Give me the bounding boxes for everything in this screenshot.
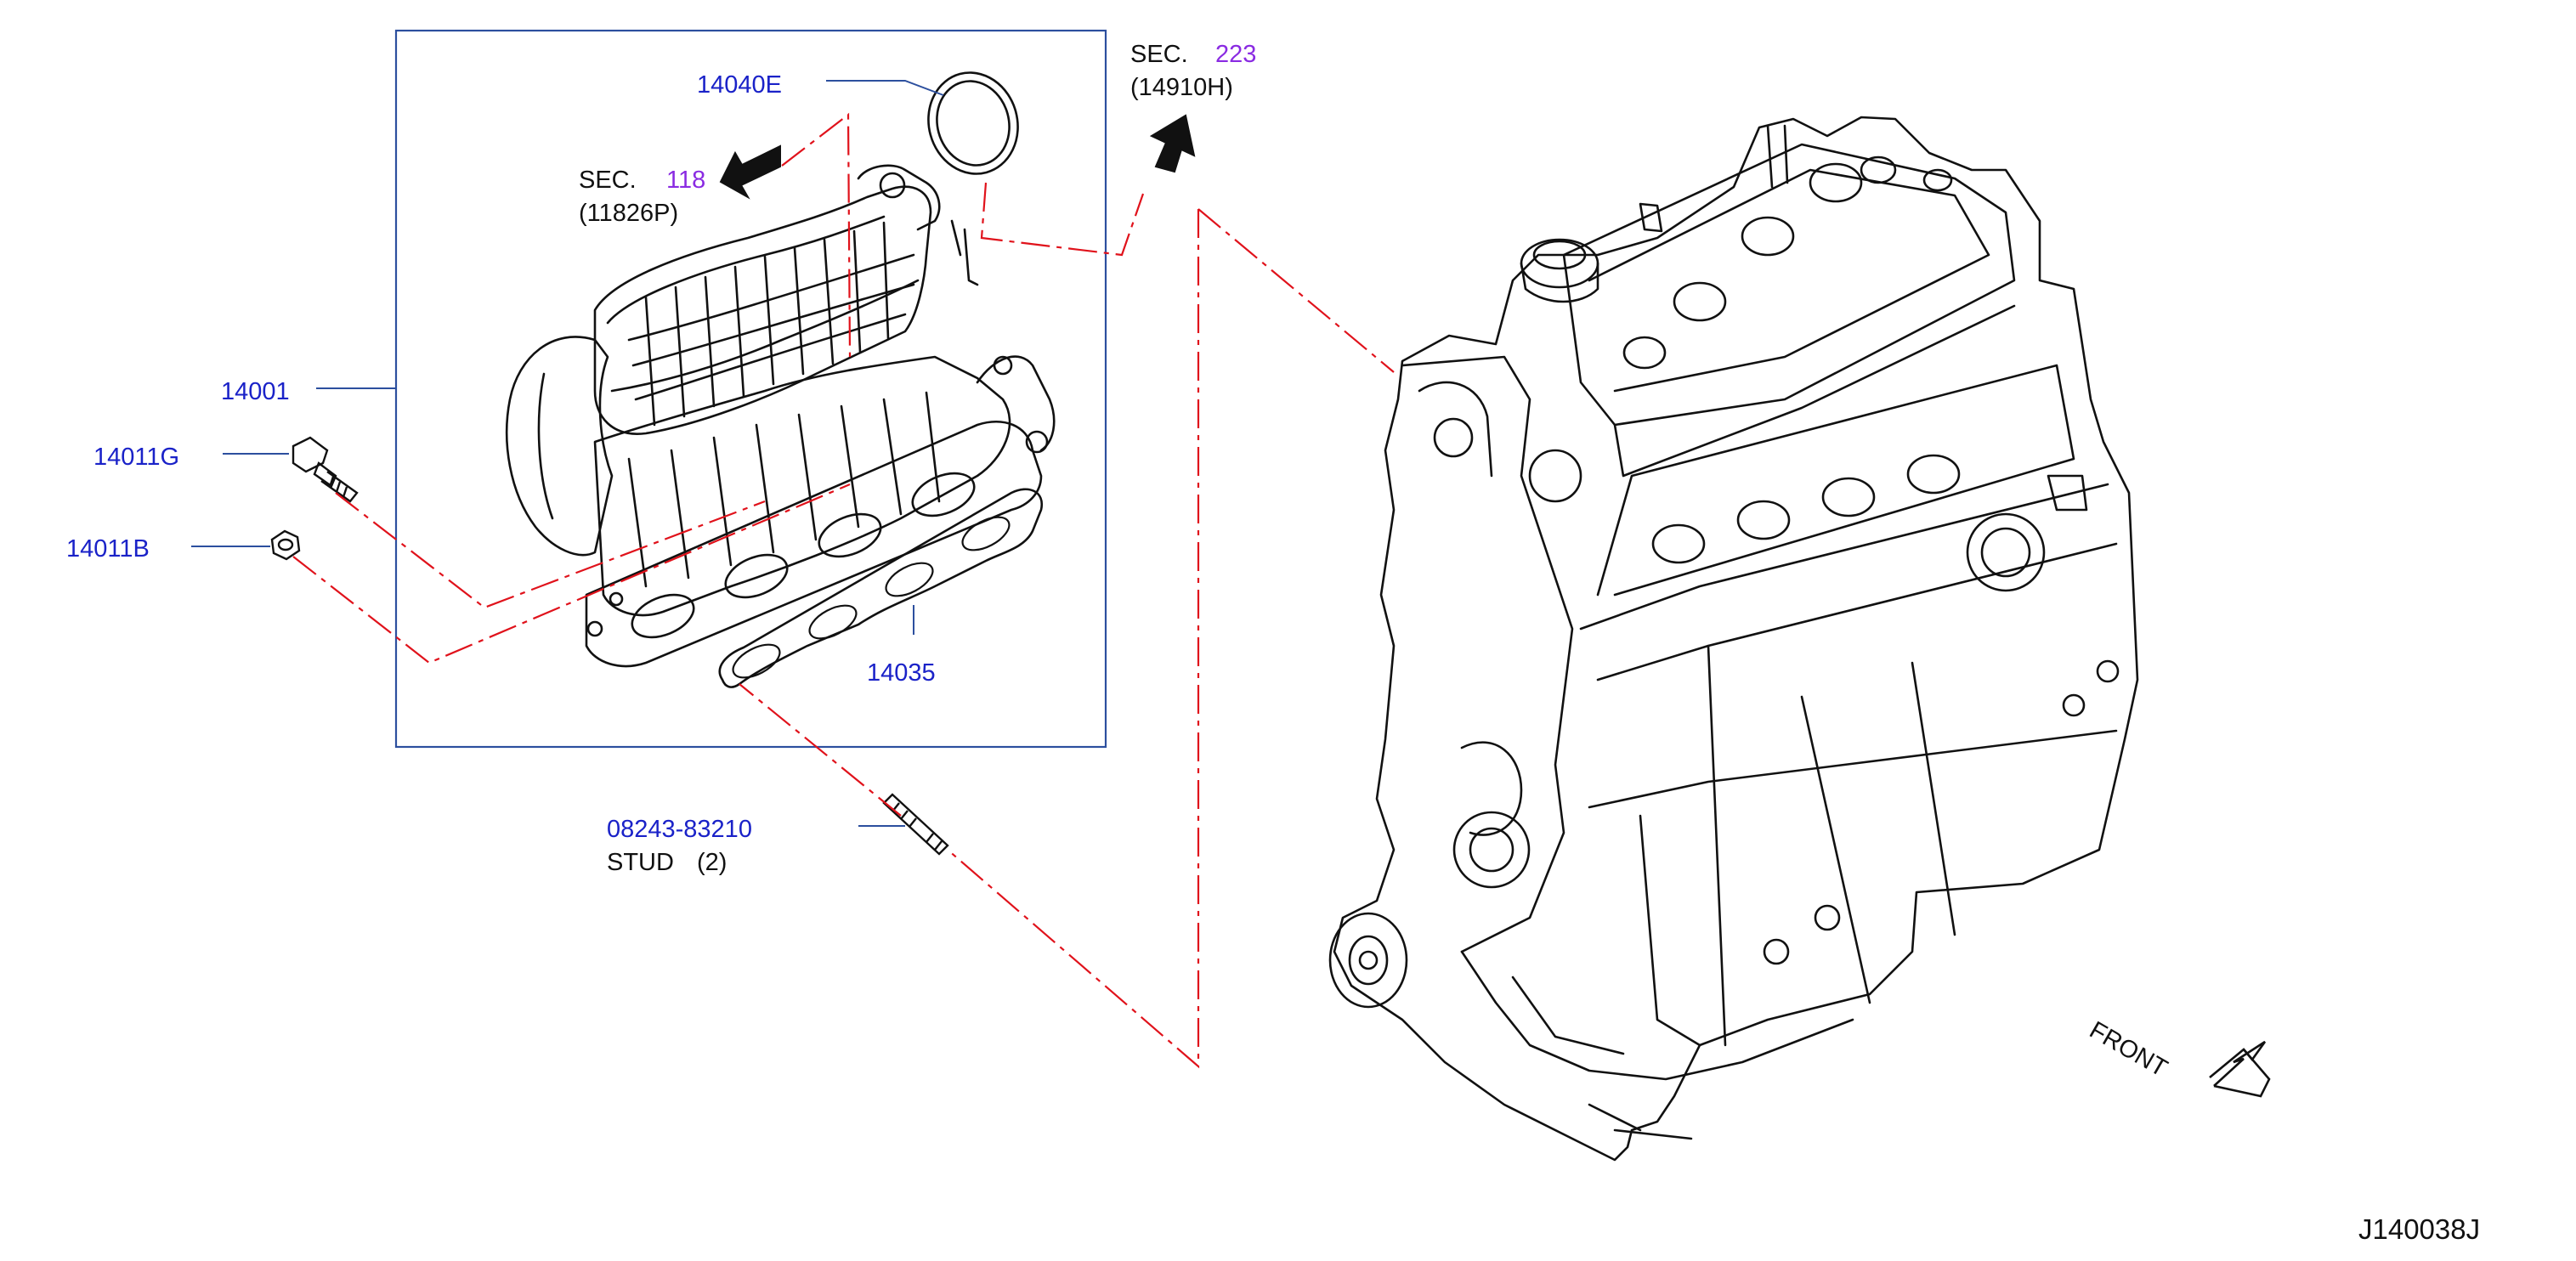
nut-drawing bbox=[270, 529, 301, 561]
part-label-14040E[interactable]: 14040E bbox=[697, 71, 782, 99]
sec-118-link[interactable]: 118 bbox=[666, 167, 706, 194]
ring-gasket-drawing bbox=[927, 71, 1019, 175]
sec-118-arrow[interactable] bbox=[719, 144, 781, 200]
diagram-id: J140038J bbox=[2358, 1213, 2481, 1245]
sec-118-part: (11826P) bbox=[579, 200, 679, 227]
dash-dot-connectors bbox=[292, 112, 1395, 1069]
bolt-drawing bbox=[292, 436, 359, 503]
leader-lines bbox=[191, 80, 944, 827]
part-label-14011B[interactable]: 14011B bbox=[66, 535, 150, 563]
front-arrow-icon bbox=[2209, 1040, 2271, 1098]
assembly-frame bbox=[394, 29, 1107, 749]
intake-manifold-drawing bbox=[505, 164, 1056, 668]
sec-223-arrow[interactable] bbox=[1149, 114, 1196, 173]
gasket-14035-ports bbox=[732, 516, 1011, 679]
stud-qty-label: (2) bbox=[697, 849, 728, 876]
gasket-14035-drawing bbox=[718, 488, 1044, 688]
engine-block-drawing bbox=[1328, 116, 2139, 1162]
part-label-stud-number[interactable]: 08243-83210 bbox=[607, 816, 752, 843]
part-label-14035[interactable]: 14035 bbox=[867, 659, 936, 687]
sec-118-prefix: SEC. bbox=[579, 167, 637, 194]
stud-name-label: STUD bbox=[607, 849, 674, 876]
sec-223-prefix: SEC. bbox=[1130, 41, 1188, 68]
sec-223-link[interactable]: 223 bbox=[1215, 41, 1257, 68]
sec-223-part: (14910H) bbox=[1130, 74, 1233, 101]
part-label-14001[interactable]: 14001 bbox=[221, 378, 290, 405]
stud-drawing bbox=[882, 793, 949, 856]
part-label-14011G[interactable]: 14011G bbox=[93, 444, 180, 471]
